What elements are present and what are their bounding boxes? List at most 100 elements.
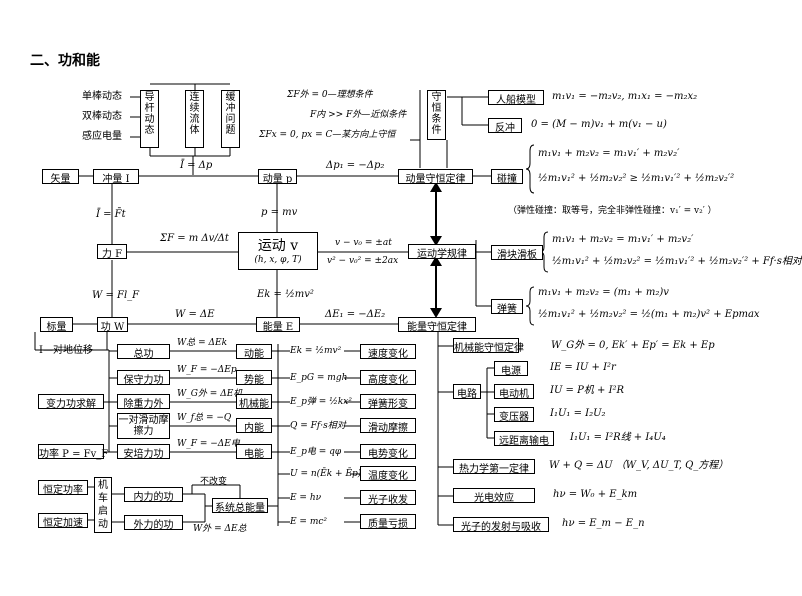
formula-mech-energy: W_G外 = 0, Ek′ + Ep′ = Ek + Ep — [551, 340, 715, 351]
formula-energy-change: ΔE₁ = −ΔE₂ — [325, 309, 386, 320]
box-transformer: 变压器 — [494, 407, 534, 423]
formula-ek: Ek = ½mv² — [290, 346, 342, 356]
box-speed-change: 速度变化 — [360, 344, 416, 360]
box-photon-exchange: 光子收发 — [360, 490, 416, 506]
vehicle-start-char-4: 动 — [98, 519, 108, 530]
box-motion: 运动 v (h, x, φ, T) — [238, 232, 318, 270]
formula-non-gravity: W_G外 = ΔE机 — [177, 389, 243, 399]
formula-ampere: W_F = −ΔE电 — [177, 439, 240, 449]
motion-title: 运动 v — [257, 238, 299, 254]
box-ampere-work: 安培力功 — [117, 444, 170, 460]
box-power: 功率 P = Fv_F — [38, 444, 108, 460]
box-momentum-law: 动量守恒定律 — [398, 169, 473, 185]
box-non-gravity: 除重力外 — [117, 394, 170, 410]
box-system-energy: 系统总能量 — [212, 498, 268, 514]
vehicle-start-char-2: 车 — [98, 493, 108, 504]
box-variable-force: 变力功求解 — [38, 394, 104, 410]
formula-ep-spring: E_p弹 = ½kx² — [290, 397, 352, 407]
formula-photon-energy: E = hν — [290, 493, 322, 503]
box-power-source: 电源 — [494, 361, 528, 377]
box-buffer-problem: 缓冲问题 — [221, 90, 240, 148]
box-work: 功 W — [97, 317, 128, 333]
formula-work-energy: W = ΔE — [175, 309, 215, 320]
box-potential-energy: 势能 — [236, 370, 272, 386]
box-total-work: 总功 — [117, 344, 170, 360]
formula-thermo: W + Q = ΔU （W_V, ΔU_T, Q_方程） — [549, 460, 729, 471]
formula-mass-energy: E = mc² — [290, 517, 328, 527]
box-vector: 矢量 — [42, 169, 79, 185]
formula-momentum-def: p = mv — [261, 207, 298, 218]
box-thermo: 热力学第一定律 — [453, 459, 535, 475]
formula-friction: W_f总 = −Q — [177, 413, 232, 423]
box-mechanical-energy: 机械能 — [236, 394, 272, 410]
collision-note: （弹性碰撞：取等号，完全非弹性碰撞：v₁′ = v₂′ ） — [508, 206, 717, 216]
formula-slider-momentum: m₁v₁ + m₂v₂ = m₁v₁′ + m₂v₂′ — [552, 234, 694, 245]
box-temperature-change: 温度变化 — [360, 466, 416, 482]
formula-spring-momentum: m₁v₁ + m₂v₂ = (m₁ + m₂)v — [538, 287, 669, 298]
label-induced-charge: 感应电量 — [82, 131, 122, 142]
formula-velocity: v − v₀ = ±at — [335, 238, 392, 248]
box-long-distance: 远距离输电 — [494, 431, 554, 447]
formula-impulse-force: Ī = F̄t — [96, 209, 126, 220]
box-circuit: 电路 — [453, 384, 481, 400]
vehicle-start-char-1: 机 — [98, 480, 108, 491]
box-mech-energy: 机械能守恒定律 — [453, 338, 524, 354]
formula-long-distance: I₁U₁ = I²R线 + I₄U₄ — [570, 432, 666, 443]
box-constant-accel: 恒定加速 — [38, 513, 88, 529]
formula-spring-energy: ½m₁v₁² + ½m₂v₂² = ½(m₁ + m₂)v² + Epmax — [538, 309, 760, 320]
box-continuous-fluid: 连续流体 — [185, 90, 204, 148]
formula-newton-second: ΣF = m Δv/Δt — [160, 233, 229, 244]
formula-displacement: v² − v₀² = ±2ax — [327, 256, 399, 266]
box-impulse: 冲量 I — [93, 169, 139, 185]
box-kinetic-energy: 动能 — [236, 344, 272, 360]
box-force: 力 F — [97, 244, 127, 260]
box-external-work: 外力的功 — [124, 515, 183, 531]
formula-boat: m₁v₁ = −m₂v₂, m₁x₁ = −m₂x₂ — [552, 91, 698, 102]
formula-internal: U = n(Ēk + Ēp) — [290, 469, 362, 479]
box-internal-energy: 内能 — [236, 418, 272, 434]
formula-kinetic: Ek = ½mv² — [257, 289, 314, 300]
box-slider: 滑块滑板 — [491, 245, 543, 261]
condition-direction: ΣFx = 0, px = C—某方向上守恒 — [259, 130, 396, 140]
formula-collision-energy: ½m₁v₁² + ½m₂v₂² ≥ ½m₁v₁′² + ½m₂v₂′² — [538, 173, 735, 184]
motion-sub: (h, x, φ, T) — [254, 255, 302, 265]
box-mass-defect: 质量亏损 — [360, 514, 416, 530]
formula-conservative: W_F = −ΔEp — [177, 365, 237, 375]
box-conservative-work: 保守力功 — [117, 370, 170, 386]
formula-external-work: W外 = ΔE总 — [193, 524, 247, 534]
formula-momentum-change: Δp₁ = −Δp₂ — [326, 160, 385, 171]
box-sliding-friction: 滑动摩擦 — [360, 418, 416, 434]
formula-total-work: W总 = ΔEk — [177, 338, 228, 348]
formula-impulse: Ī = Δp — [180, 160, 213, 171]
box-height-change: 高度变化 — [360, 370, 416, 386]
box-boat-model: 人船模型 — [488, 90, 544, 106]
label-double-rod: 双棒动态 — [82, 111, 122, 122]
label-single-rod: 单棒动态 — [82, 91, 122, 102]
label-displacement: I—对地位移 — [39, 345, 93, 356]
formula-slider-energy: ½m₁v₁² + ½m₂v₂² = ½m₁v₁′² + ½m₂v₂′² + Ff… — [552, 256, 802, 267]
condition-ideal: ΣF外 = 0—理想条件 — [287, 90, 373, 100]
box-electric-energy: 电能 — [236, 444, 272, 460]
box-conservation-condition: 守恒条件 — [427, 90, 446, 140]
box-vehicle-start: 机 车 启 动 — [94, 477, 112, 533]
box-internal-work: 内力的功 — [124, 487, 183, 503]
page-title: 二、功和能 — [30, 53, 100, 69]
box-friction-pair: 一对滑动摩擦力 — [117, 413, 170, 439]
box-energy-law: 能量守恒定律 — [398, 317, 476, 333]
box-potential-change: 电势变化 — [360, 444, 416, 460]
vehicle-start-char-3: 启 — [98, 506, 108, 517]
formula-work-force: W = Fl_F — [92, 290, 140, 301]
box-motor: 电动机 — [494, 384, 534, 400]
label-unchanged: 不改变 — [200, 477, 228, 487]
box-collision: 碰撞 — [491, 169, 523, 185]
box-spring: 弹簧 — [491, 299, 523, 315]
formula-photon: hν = E_m − E_n — [562, 518, 645, 529]
box-rod-dynamics: 导杆动态 — [140, 90, 159, 148]
formula-epg: E_pG = mgh — [290, 373, 348, 383]
box-energy: 能量 E — [256, 317, 300, 333]
formula-transformer: I₁U₁ = I₂U₂ — [550, 408, 606, 419]
box-scalar: 标量 — [40, 317, 73, 333]
formula-collision-momentum: m₁v₁ + m₂v₂ = m₁v₁′ + m₂v₂′ — [538, 148, 680, 159]
